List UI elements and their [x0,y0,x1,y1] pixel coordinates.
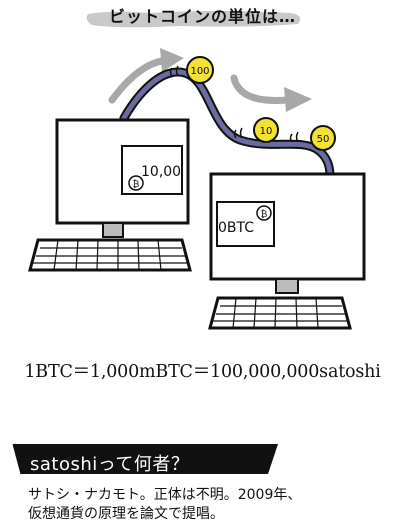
bitcoin-icon [256,205,272,221]
right-screen-value: 0BTC [218,220,254,236]
coin-50 [310,125,336,151]
bitcoin-icon [128,175,144,191]
svg-text:₿: ₿ [261,209,268,220]
unit-formula: 1BTC＝1,000mBTC＝100,000,000satoshi [24,362,381,382]
coin-100 [186,56,214,84]
left-computer: ₿ [28,118,192,272]
right-keyboard [208,296,352,330]
page-title: ビットコインの単位は… [108,7,296,26]
svg-text:₿: ₿ [133,179,140,190]
description-line-1: サトシ・ナカモト。正体は不明。2009年、 [28,487,302,503]
banner-heading: satoshiって何者？ [30,454,190,475]
coin-100-label: 100 [190,66,209,77]
left-screen-value: 10,00 [141,164,181,180]
left-stand [102,222,124,238]
arrow-left-head [160,48,184,72]
cable-inner [121,69,333,179]
left-window [121,145,183,195]
description-line-2: 仮想通貨の原理を論文で提唱。 [28,506,224,522]
right-stand [275,278,299,294]
right-computer: ₿ [208,172,366,330]
arrow-right-curve [230,74,292,105]
coin-10-label: 10 [260,126,273,137]
coin-10 [253,117,279,143]
title-highlight [86,11,301,28]
arrow-right-head [284,87,312,112]
coin-50-label: 50 [317,134,330,145]
banner-background [14,444,278,474]
